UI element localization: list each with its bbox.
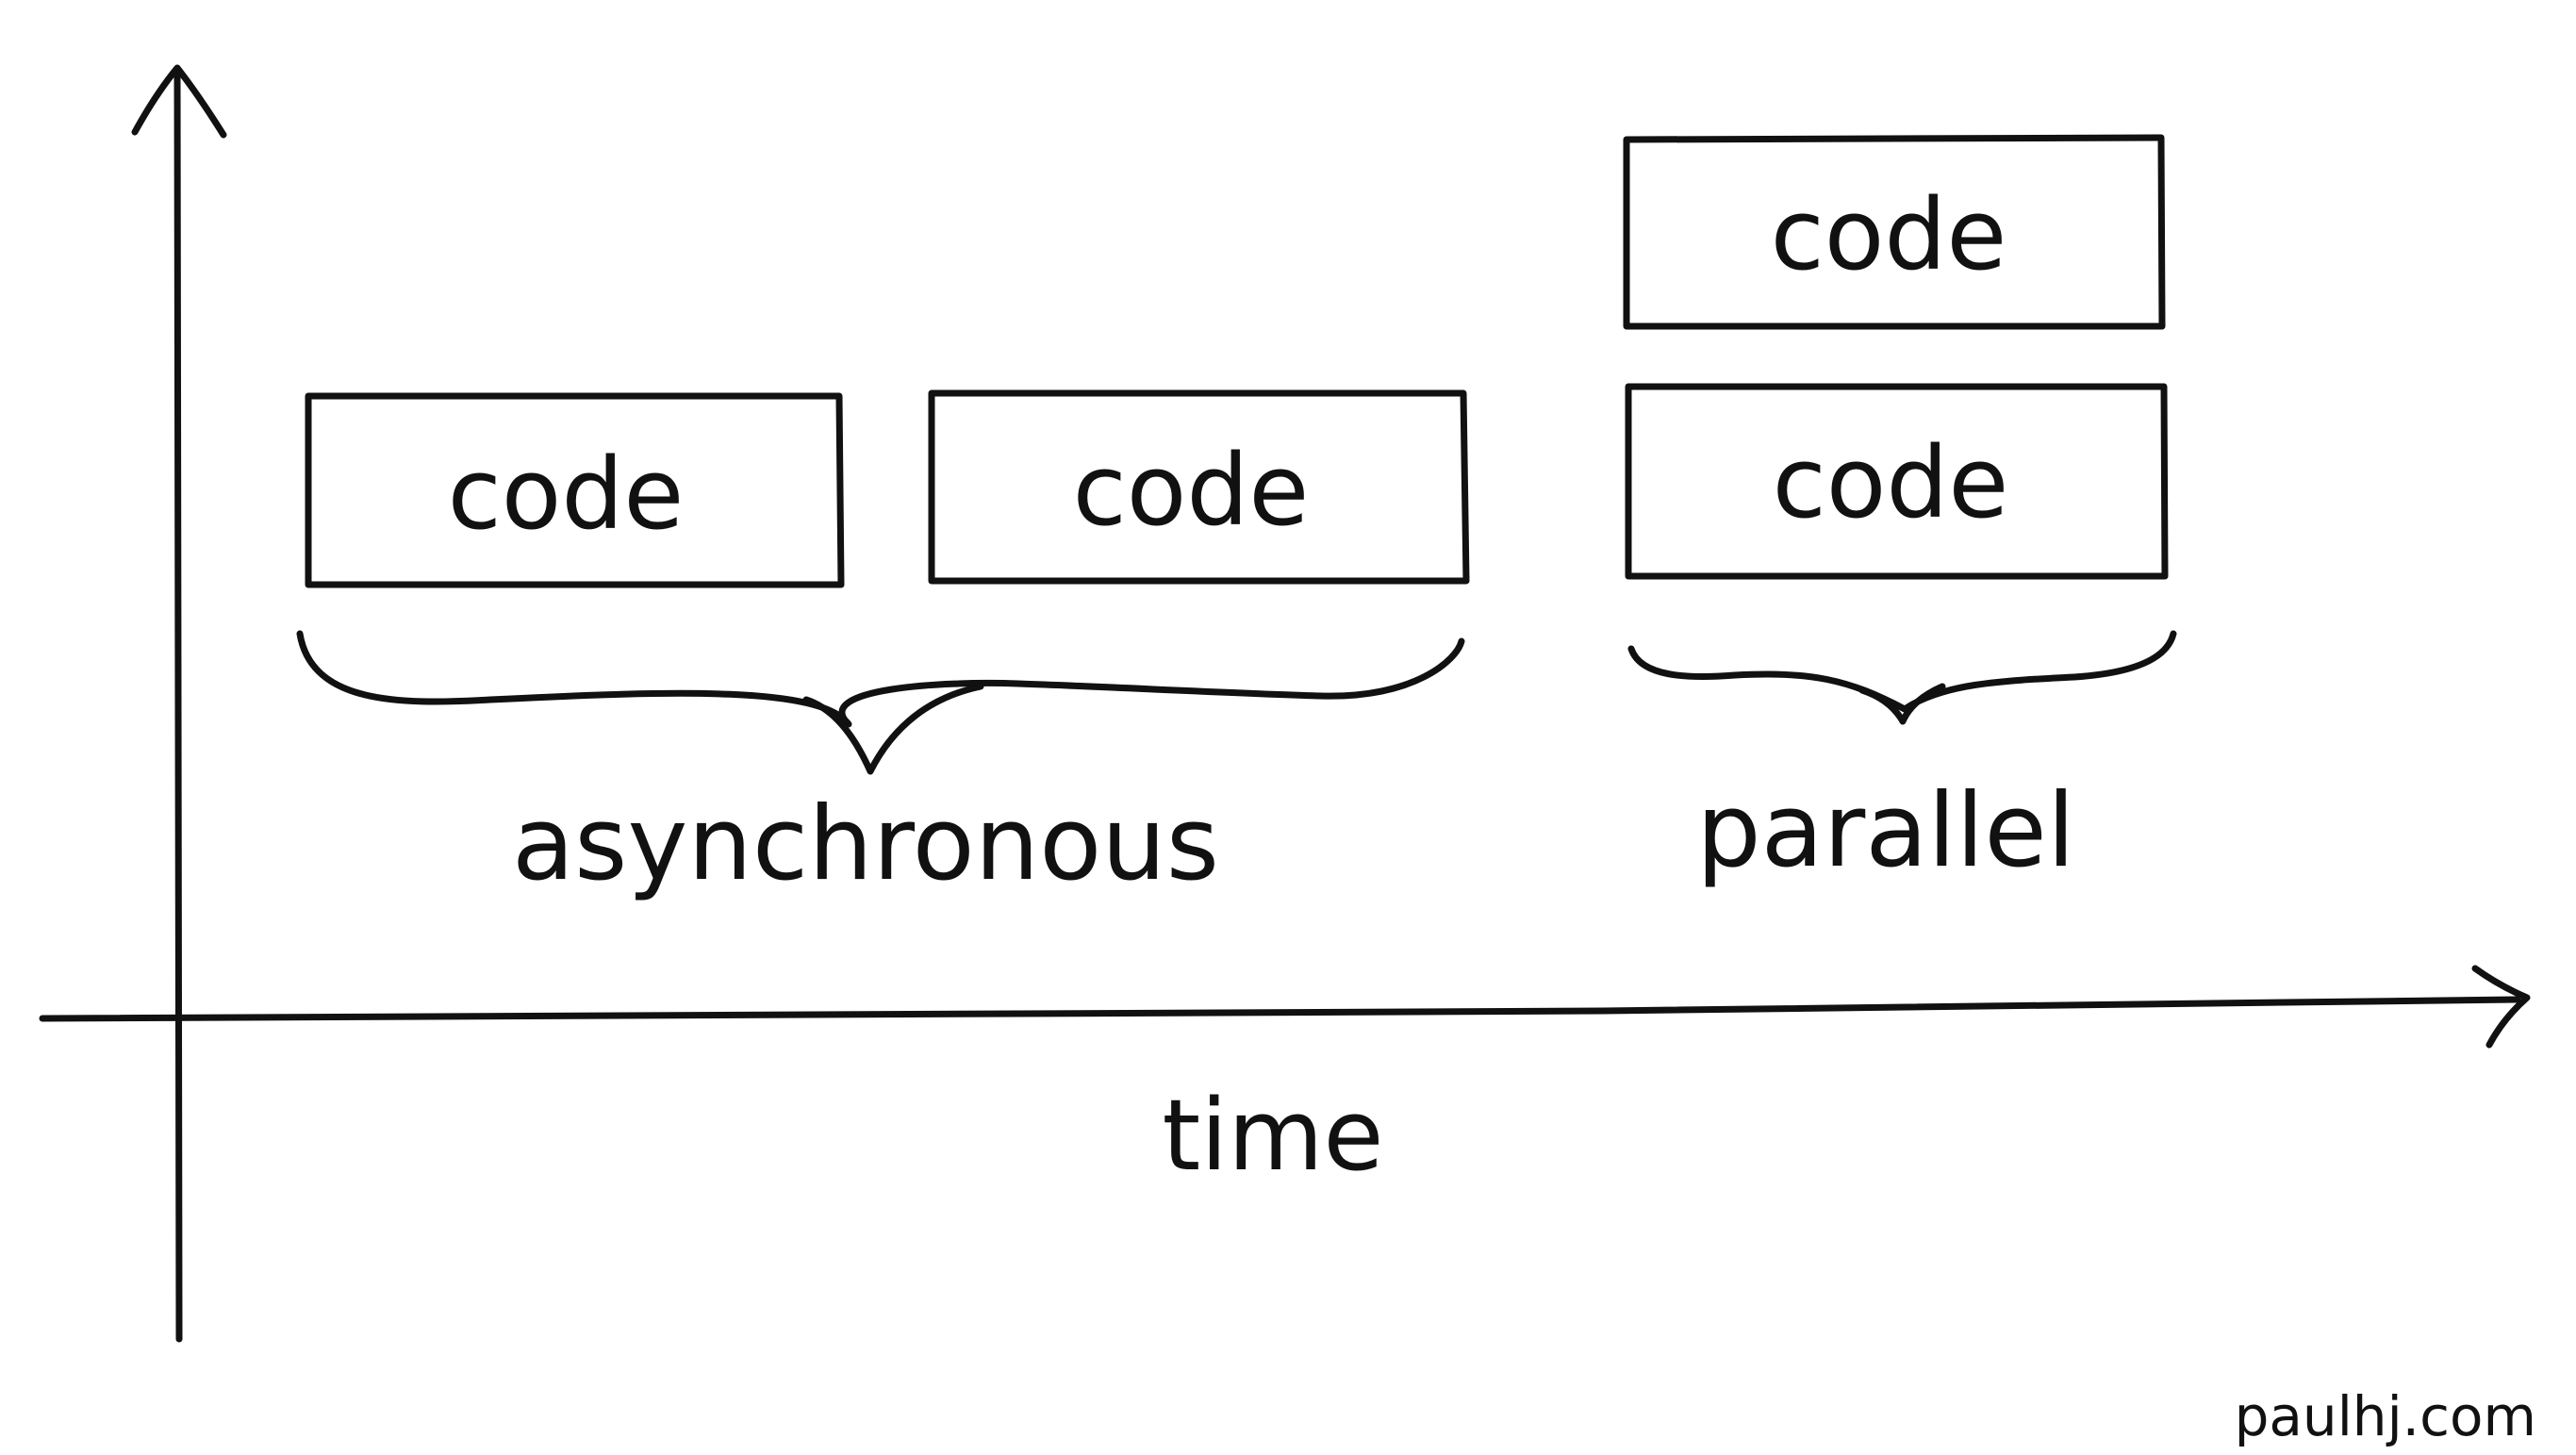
async-box-2-label: code (1073, 433, 1310, 548)
asynchronous-brace-tip (802, 683, 984, 775)
parallel-box-top-label: code (1771, 177, 2007, 292)
asynchronous-brace (296, 630, 1465, 728)
async-box-2: code (928, 389, 1470, 585)
watermark-text: paulhj.com (2235, 1384, 2536, 1448)
async-box-1-label: code (448, 437, 685, 552)
x-axis-label: time (1163, 1078, 1384, 1193)
parallel-box-bottom: code (1625, 383, 2169, 580)
y-axis-arrowhead (131, 64, 227, 139)
asynchronous-label: asynchronous (512, 785, 1219, 903)
async-box-1: code (305, 392, 845, 588)
parallel-box-top-outline (1623, 134, 2166, 330)
parallel-box-bottom-label: code (1773, 425, 2009, 540)
parallel-label: parallel (1696, 772, 2075, 890)
parallel-box-bottom-outline (1625, 383, 2169, 580)
parallel-brace (1627, 630, 2177, 713)
x-axis-line (39, 996, 2521, 1022)
parallel-box-top: code (1623, 134, 2166, 330)
axes (39, 64, 2531, 1343)
async-box-1-outline (305, 392, 845, 588)
async-box-2-outline (928, 389, 1470, 585)
x-axis-arrowhead (2471, 965, 2531, 1049)
y-axis-line (173, 67, 183, 1343)
parallel-brace-tip (1858, 683, 1946, 725)
